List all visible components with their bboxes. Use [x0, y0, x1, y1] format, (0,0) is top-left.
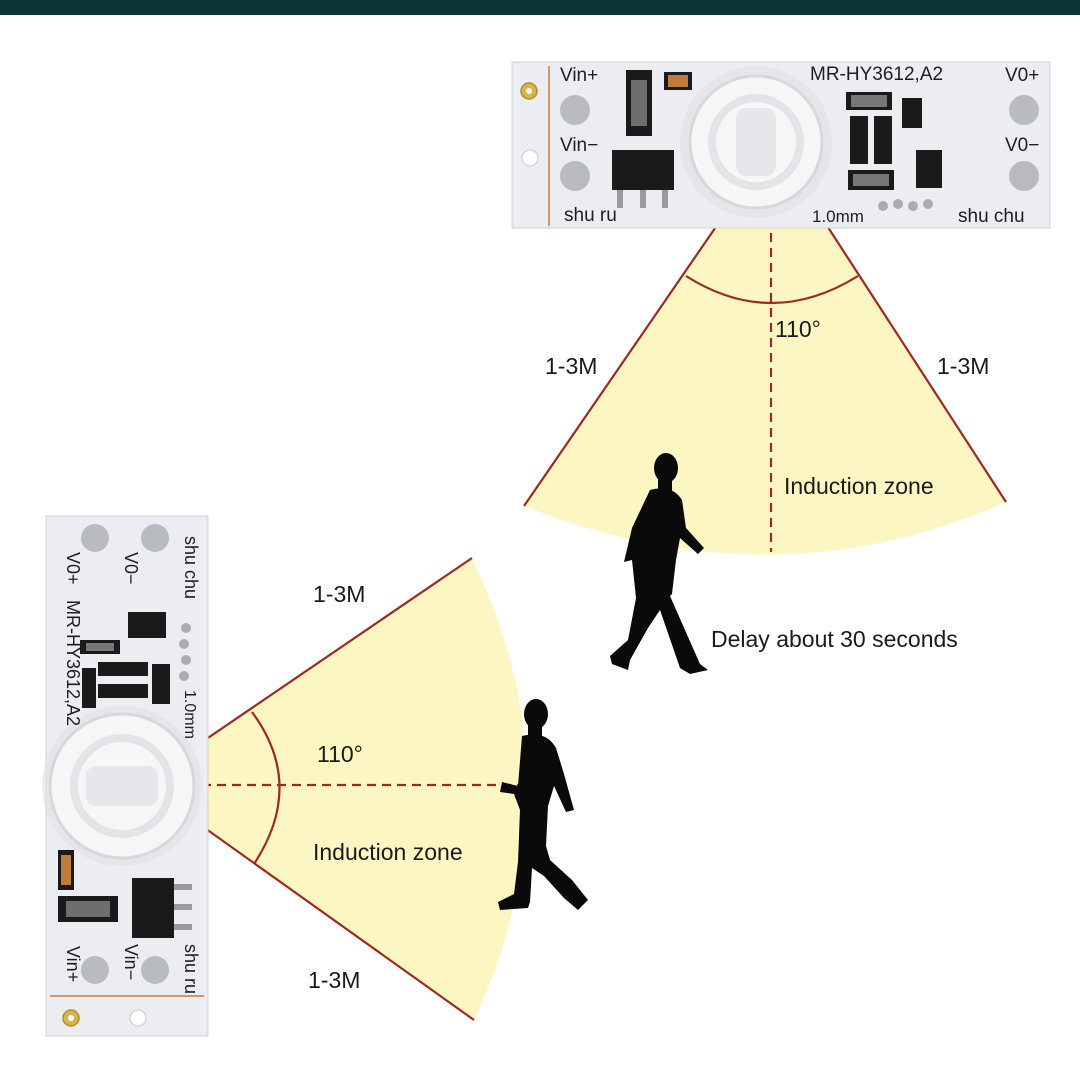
- left-range-top: 1-3M: [313, 581, 365, 607]
- left-diagram-labels: 1-3M 110° Induction zone 1-3M: [308, 581, 463, 993]
- left-label-vo-plus: V0+: [63, 552, 83, 585]
- top-label-shu-chu: shu chu: [958, 206, 1025, 227]
- left-label-vin-minus: Vin−: [121, 944, 141, 980]
- left-sensor-board: V0+ V0− shu chu MR-HY3612,A2 1.0mm Vin+ …: [42, 515, 209, 1037]
- left-boundary-top: [201, 557, 473, 743]
- left-pad-vin-minus: [141, 956, 169, 984]
- left-detection-zone: [201, 557, 528, 1021]
- left-angle-label: 110°: [317, 741, 363, 767]
- left-pad-vin-plus: [81, 956, 109, 984]
- top-bar: [0, 0, 1080, 15]
- top-angle-arc: [685, 275, 859, 305]
- top-pad-vo-minus: [1009, 161, 1039, 191]
- top-zone-fill: [524, 218, 1006, 555]
- top-transistor: [916, 150, 942, 188]
- top-regulator-chip: [612, 150, 674, 190]
- top-angle-label: 110°: [775, 316, 821, 342]
- delay-label: Delay about 30 seconds: [711, 626, 958, 652]
- left-range-bottom: 1-3M: [308, 967, 360, 993]
- left-board-hole: [129, 1009, 147, 1027]
- top-detection-zone: [523, 217, 1007, 555]
- top-diagram-labels: 1-3M 1-3M 110° Induction zone Delay abou…: [545, 316, 989, 652]
- left-label-thickness: 1.0mm: [181, 690, 198, 739]
- person-walking-icon: [610, 453, 708, 674]
- top-zone-label: Induction zone: [784, 473, 934, 499]
- top-label-model: MR-HY3612,A2: [810, 64, 943, 85]
- left-label-shu-chu: shu chu: [181, 536, 201, 599]
- left-regulator-chip: [132, 878, 174, 938]
- left-pad-vo-plus: [81, 524, 109, 552]
- top-boundary-left: [523, 217, 723, 507]
- left-pad-vo-minus: [141, 524, 169, 552]
- top-label-vin-plus: Vin+: [560, 65, 598, 86]
- left-label-vin-plus: Vin+: [63, 946, 83, 982]
- top-range-left: 1-3M: [545, 353, 597, 379]
- top-sensor-board: Vin+ Vin− shu ru MR-HY3612,A2 V0+ V0− sh…: [511, 61, 1051, 229]
- left-label-shu-ru: shu ru: [181, 944, 201, 994]
- left-boundary-bottom: [201, 825, 475, 1021]
- top-pad-vo-plus: [1009, 95, 1039, 125]
- left-label-model: MR-HY3612,A2: [63, 600, 83, 726]
- left-angle-arc: [251, 711, 281, 865]
- top-label-vo-minus: V0−: [1005, 135, 1039, 156]
- top-pad-vin-plus: [560, 95, 590, 125]
- top-boundary-right: [821, 217, 1007, 503]
- top-label-vin-minus: Vin−: [560, 135, 598, 156]
- left-zone-fill: [202, 558, 528, 1020]
- top-pad-vin-minus: [560, 161, 590, 191]
- top-board-hole: [521, 149, 539, 167]
- top-label-shu-ru: shu ru: [564, 205, 617, 226]
- top-range-right: 1-3M: [937, 353, 989, 379]
- top-label-thickness: 1.0mm: [812, 207, 864, 226]
- left-label-vo-minus: V0−: [121, 552, 141, 585]
- top-label-vo-plus: V0+: [1005, 65, 1039, 86]
- left-zone-label: Induction zone: [313, 839, 463, 865]
- person-walking-icon: [498, 699, 588, 910]
- left-transistor: [128, 612, 166, 638]
